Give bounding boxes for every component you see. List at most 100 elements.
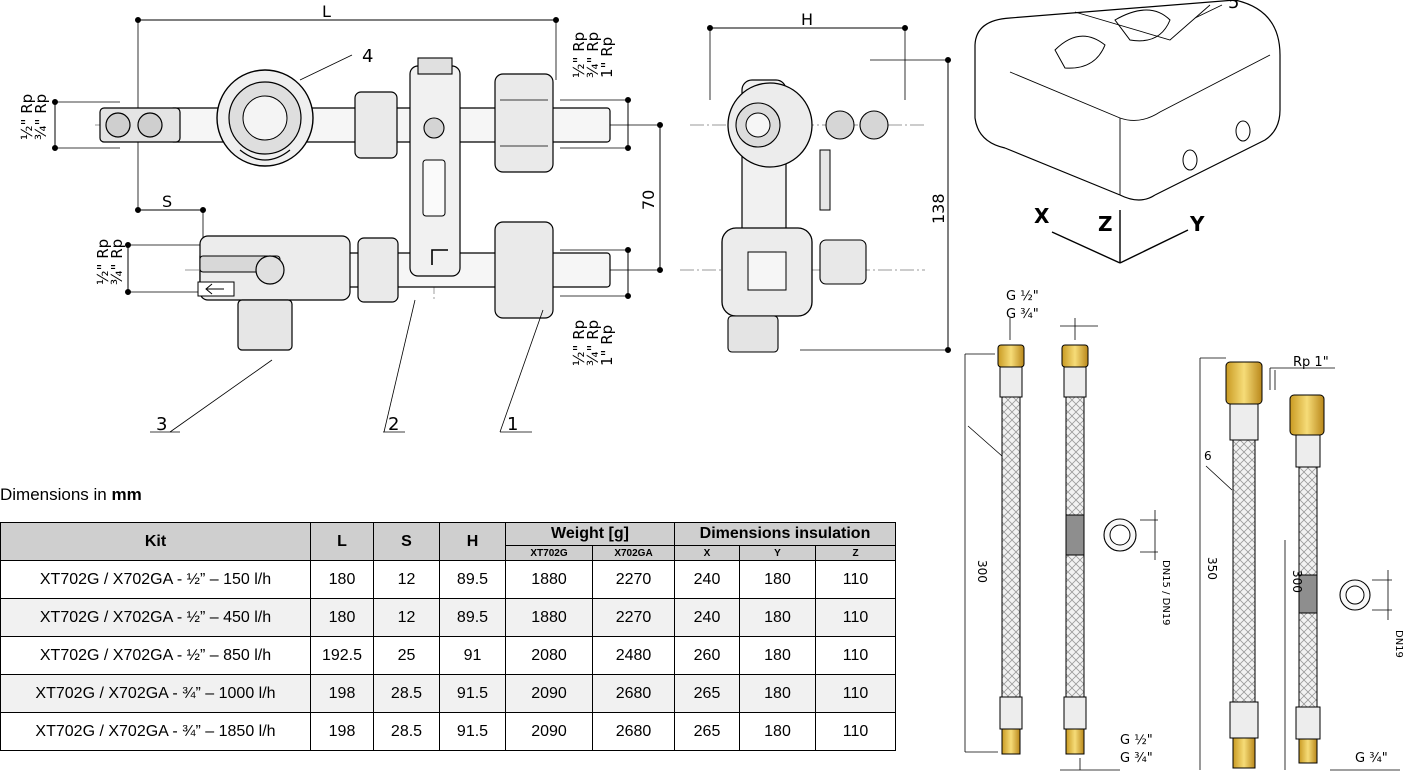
header-insulation: Dimensions insulation bbox=[674, 522, 896, 546]
cell-l: 198 bbox=[310, 674, 374, 713]
header-xt702g: XT702G bbox=[505, 545, 593, 561]
side-view bbox=[680, 25, 951, 353]
cell-weight-x702ga: 2680 bbox=[592, 712, 675, 751]
hose-length-label: 300 bbox=[1290, 570, 1304, 593]
cell-s: 28.5 bbox=[373, 674, 440, 713]
callout-6: 6 bbox=[1204, 449, 1212, 463]
cell-weight-xt702g: 2090 bbox=[505, 712, 593, 751]
dimensions-unit: mm bbox=[111, 485, 142, 504]
cell-h: 89.5 bbox=[439, 560, 506, 599]
table-subheader-row: XT702G X702GA X Y Z bbox=[1, 545, 896, 561]
cell-z: 110 bbox=[815, 560, 896, 599]
rp-label: ½" Rp bbox=[18, 94, 36, 140]
dim-label-h: H bbox=[801, 10, 813, 29]
table-header-row: Kit L S H Weight [g] Dimensions insulati… bbox=[0, 522, 896, 561]
cell-l: 180 bbox=[310, 598, 374, 637]
cell-y: 180 bbox=[739, 598, 816, 637]
rp-label: ¾" Rp bbox=[108, 239, 126, 285]
cell-l: 192.5 bbox=[310, 636, 374, 675]
axis-x-label: X bbox=[1034, 204, 1050, 228]
cell-x: 240 bbox=[674, 560, 740, 599]
callout-3: 3 bbox=[156, 414, 167, 435]
dim-label-138: 138 bbox=[929, 193, 948, 224]
cell-kit: XT702G / X702GA - ½” – 450 l/h bbox=[0, 598, 311, 637]
dim-label-l: L bbox=[322, 2, 331, 21]
header-x: X bbox=[674, 545, 740, 561]
hose-dimension-lines bbox=[964, 318, 1400, 771]
cell-weight-xt702g: 1880 bbox=[505, 598, 593, 637]
cell-h: 91.5 bbox=[439, 712, 506, 751]
header-x702ga: X702GA bbox=[592, 545, 675, 561]
header-z: Z bbox=[815, 545, 896, 561]
rp-label: ½" Rp bbox=[94, 239, 112, 285]
cell-s: 12 bbox=[373, 598, 440, 637]
axis-z-label: Z bbox=[1098, 212, 1113, 236]
hose-thread-label: Rp 1" bbox=[1293, 355, 1329, 370]
dim-label-s: S bbox=[162, 192, 172, 211]
axis-y-label: Y bbox=[1189, 212, 1205, 236]
cell-weight-xt702g: 2080 bbox=[505, 636, 593, 675]
cell-l: 180 bbox=[310, 560, 374, 599]
cell-kit: XT702G / X702GA - ¾” – 1000 l/h bbox=[0, 674, 311, 713]
table-row: XT702G / X702GA - ¾” – 1000 l/h 198 28.5… bbox=[0, 674, 896, 713]
cell-z: 110 bbox=[815, 598, 896, 637]
cell-weight-x702ga: 2680 bbox=[592, 674, 675, 713]
cell-h: 91 bbox=[439, 636, 506, 675]
cell-kit: XT702G / X702GA - ½” – 850 l/h bbox=[0, 636, 311, 675]
cell-y: 180 bbox=[739, 712, 816, 751]
cell-y: 180 bbox=[739, 636, 816, 675]
header-y: Y bbox=[739, 545, 816, 561]
hose-dn-label: DN19 bbox=[1393, 630, 1404, 658]
hose-dn-label: DN15 / DN19 bbox=[1160, 560, 1171, 626]
hose-thread-label: G ½" bbox=[1006, 289, 1039, 304]
table-row: XT702G / X702GA - ½” – 850 l/h 192.5 25 … bbox=[0, 636, 896, 675]
callout-4: 4 bbox=[362, 46, 373, 67]
dimensions-heading-text: Dimensions in bbox=[0, 485, 112, 504]
rp-label: ¾" Rp bbox=[584, 32, 602, 78]
cell-z: 110 bbox=[815, 712, 896, 751]
cell-l: 198 bbox=[310, 712, 374, 751]
cell-y: 180 bbox=[739, 560, 816, 599]
hose-thread-label: G ¾" bbox=[1120, 751, 1153, 766]
insulation-shell bbox=[974, 0, 1281, 264]
cell-s: 12 bbox=[373, 560, 440, 599]
cell-x: 265 bbox=[674, 712, 740, 751]
table-row: XT702G / X702GA - ½” – 450 l/h 180 12 89… bbox=[0, 598, 896, 637]
cell-weight-x702ga: 2270 bbox=[592, 598, 675, 637]
rp-label: ½" Rp bbox=[570, 320, 588, 366]
rp-label: 1" Rp bbox=[598, 325, 616, 366]
cell-x: 260 bbox=[674, 636, 740, 675]
rp-label: ¾" Rp bbox=[584, 320, 602, 366]
header-s: S bbox=[373, 522, 440, 561]
header-l: L bbox=[310, 522, 374, 561]
hose-length-label: 350 bbox=[1205, 557, 1219, 580]
table-row: XT702G / X702GA - ½” – 150 l/h 180 12 89… bbox=[0, 560, 896, 599]
cell-weight-x702ga: 2480 bbox=[592, 636, 675, 675]
callout-1: 1 bbox=[507, 414, 518, 435]
cell-h: 91.5 bbox=[439, 674, 506, 713]
header-kit: Kit bbox=[0, 522, 311, 561]
callout-5: 5 bbox=[1228, 0, 1239, 13]
cell-z: 110 bbox=[815, 674, 896, 713]
hose-length-label: 300 bbox=[975, 560, 989, 583]
table-row: XT702G / X702GA - ¾” – 1850 l/h 198 28.5… bbox=[0, 712, 896, 751]
header-h: H bbox=[439, 522, 506, 561]
hose-thread-label: G ¾" bbox=[1355, 751, 1388, 766]
hose-thread-label: G ½" bbox=[1120, 733, 1153, 748]
rp-label: ½" Rp bbox=[570, 32, 588, 78]
header-weight: Weight [g] bbox=[505, 522, 675, 546]
cell-z: 110 bbox=[815, 636, 896, 675]
cell-kit: XT702G / X702GA - ¾” – 1850 l/h bbox=[0, 712, 311, 751]
cell-x: 240 bbox=[674, 598, 740, 637]
hoses bbox=[997, 344, 1371, 769]
cell-h: 89.5 bbox=[439, 598, 506, 637]
dim-label-70: 70 bbox=[639, 190, 658, 210]
cell-s: 25 bbox=[373, 636, 440, 675]
cell-x: 265 bbox=[674, 674, 740, 713]
dimensions-table: Kit L S H Weight [g] Dimensions insulati… bbox=[0, 522, 896, 751]
front-view bbox=[52, 17, 663, 433]
callout-2: 2 bbox=[388, 414, 399, 435]
cell-weight-xt702g: 1880 bbox=[505, 560, 593, 599]
hose-thread-label: G ¾" bbox=[1006, 307, 1039, 322]
